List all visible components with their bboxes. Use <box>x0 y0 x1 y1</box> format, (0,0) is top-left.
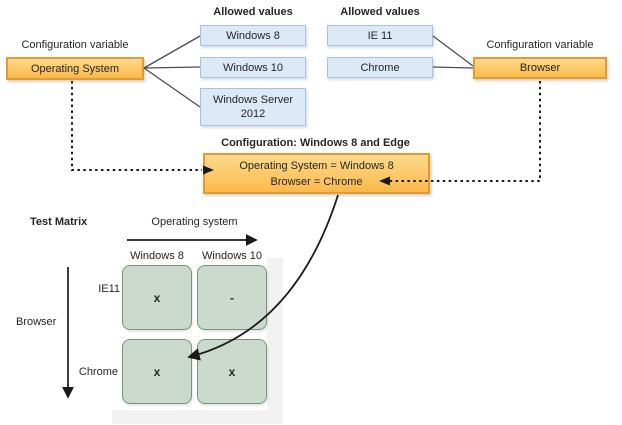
matrix-shadow-bottom <box>112 410 283 424</box>
configuration-box: Operating System = Windows 8 Browser = C… <box>203 153 430 194</box>
matrix-cell-value: - <box>230 290 234 305</box>
matrix-row-header-ie11: IE11 <box>98 283 120 295</box>
matrix-shadow-right <box>267 258 283 424</box>
os-allowed-value-windows10: Windows 10 <box>200 57 306 78</box>
matrix-column-header-windows8: Windows 8 <box>130 250 184 262</box>
matrix-cell-chrome-windows8: x <box>122 339 192 404</box>
matrix-row-header-chrome: Chrome <box>78 366 118 378</box>
matrix-cell-ie11-windows10: - <box>197 265 267 330</box>
browser-variable-value: Browser <box>519 62 561 74</box>
configuration-title: Configuration: Windows 8 and Edge <box>221 137 410 149</box>
os-allowed-values-header: Allowed values <box>213 6 293 18</box>
os-allowed-value-windows8-label: Windows 8 <box>226 29 280 42</box>
browser-variable-box: Browser <box>473 57 607 79</box>
os-to-configuration-dotted-arrow <box>71 81 214 175</box>
browser-allowed-values-header: Allowed values <box>340 6 420 18</box>
browser-allowed-value-chrome: Chrome <box>327 57 433 78</box>
matrix-column-header-windows10: Windows 10 <box>202 250 262 262</box>
configuration-assignment-os: Operating System = Windows 8 <box>239 159 394 172</box>
matrix-cell-value: x <box>228 364 236 379</box>
matrix-cell-value: x <box>153 364 161 379</box>
os-allowed-value-windows-server: Windows Server 2012 <box>200 88 306 126</box>
os-variable-box: Operating System <box>6 57 144 80</box>
os-allowed-value-windows-server-label: Windows Server 2012 <box>212 94 294 120</box>
matrix-y-axis-label: Browser <box>16 316 57 328</box>
configuration-assignment-browser: Browser = Chrome <box>270 175 363 188</box>
browser-allowed-value-ie11: IE 11 <box>327 25 433 46</box>
matrix-cell-value: x <box>153 290 161 305</box>
matrix-cell-chrome-windows10: x <box>197 339 267 404</box>
matrix-cell-ie11-windows8: x <box>122 265 192 330</box>
os-allowed-value-windows10-label: Windows 10 <box>223 61 283 74</box>
test-matrix-title: Test Matrix <box>30 216 88 228</box>
browser-allowed-value-chrome-label: Chrome <box>360 61 400 74</box>
os-allowed-value-windows8: Windows 8 <box>200 25 306 46</box>
browser-variable-label: Configuration variable <box>486 39 594 51</box>
os-variable-label: Configuration variable <box>21 39 129 51</box>
os-variable-value: Operating System <box>30 62 120 75</box>
browser-allowed-value-ie11-label: IE 11 <box>367 29 393 42</box>
matrix-x-axis-label: Operating system <box>151 216 238 228</box>
